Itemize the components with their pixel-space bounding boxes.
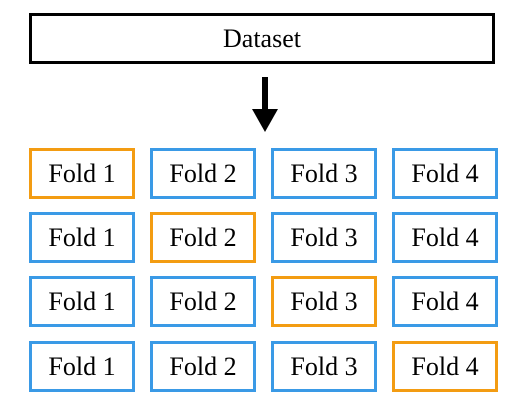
train-fold-box: Fold 2 [150, 276, 256, 327]
train-fold-box: Fold 4 [392, 276, 498, 327]
train-fold-box: Fold 1 [29, 341, 135, 392]
dataset-label: Dataset [223, 23, 301, 53]
fold-label: Fold 1 [48, 222, 116, 252]
train-fold-box: Fold 2 [150, 148, 256, 199]
train-fold-box: Fold 4 [392, 148, 498, 199]
train-fold-box: Fold 1 [29, 212, 135, 263]
train-fold-box: Fold 1 [29, 276, 135, 327]
fold-label: Fold 1 [48, 351, 116, 381]
fold-label: Fold 2 [169, 158, 237, 188]
fold-label: Fold 2 [169, 286, 237, 316]
fold-label: Fold 3 [290, 286, 358, 316]
dataset-box: Dataset [29, 13, 495, 64]
fold-label: Fold 2 [169, 351, 237, 381]
train-fold-box: Fold 3 [271, 148, 377, 199]
test-fold-box: Fold 3 [271, 276, 377, 327]
fold-label: Fold 3 [290, 222, 358, 252]
train-fold-box: Fold 4 [392, 212, 498, 263]
test-fold-box: Fold 2 [150, 212, 256, 263]
down-arrow-icon [252, 77, 278, 132]
train-fold-box: Fold 3 [271, 212, 377, 263]
train-fold-box: Fold 3 [271, 341, 377, 392]
fold-label: Fold 4 [411, 222, 479, 252]
fold-label: Fold 1 [48, 286, 116, 316]
test-fold-box: Fold 1 [29, 148, 135, 199]
fold-label: Fold 1 [48, 158, 116, 188]
fold-label: Fold 4 [411, 286, 479, 316]
fold-label: Fold 2 [169, 222, 237, 252]
train-fold-box: Fold 2 [150, 341, 256, 392]
fold-label: Fold 4 [411, 351, 479, 381]
fold-label: Fold 3 [290, 158, 358, 188]
fold-label: Fold 3 [290, 351, 358, 381]
test-fold-box: Fold 4 [392, 341, 498, 392]
fold-label: Fold 4 [411, 158, 479, 188]
